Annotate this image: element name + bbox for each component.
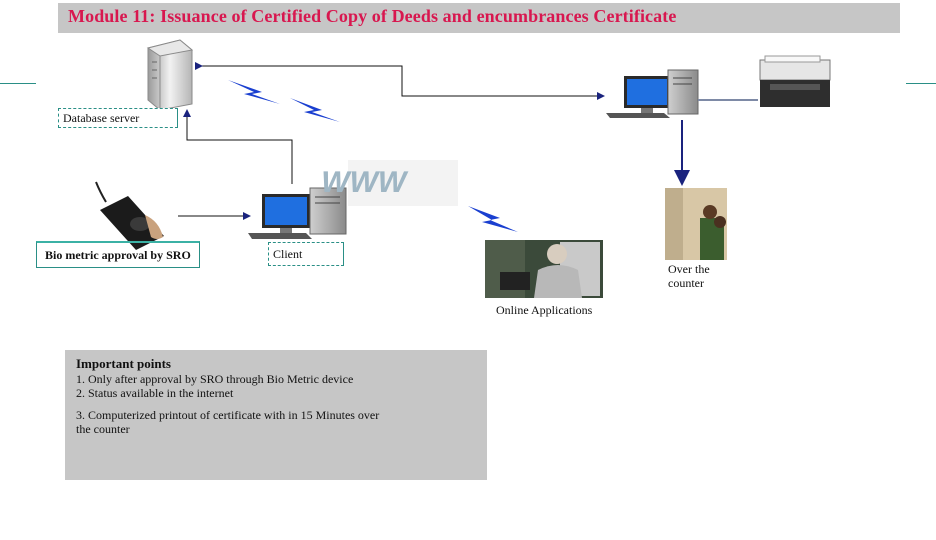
wireless-signal-icon-2 bbox=[290, 98, 340, 122]
over-the-counter-photo bbox=[665, 188, 727, 260]
important-point-2: 2. Status available in the internet bbox=[76, 386, 234, 400]
right-divider-line bbox=[906, 83, 936, 84]
database-server-label: Database server bbox=[58, 108, 178, 128]
wireless-signal-icon-1 bbox=[228, 80, 280, 104]
over-the-counter-label: Over the counter bbox=[668, 262, 710, 290]
www-text: WWW bbox=[318, 166, 410, 199]
title-bar: Module 11: Issuance of Certified Copy of… bbox=[58, 3, 900, 33]
server-icon bbox=[146, 39, 194, 111]
important-point-1: 1. Only after approval by SRO through Bi… bbox=[76, 372, 354, 386]
printer-icon bbox=[759, 55, 831, 107]
left-divider-line bbox=[0, 83, 36, 84]
connector-client-to-server bbox=[183, 109, 293, 184]
page-title: Module 11: Issuance of Certified Copy of… bbox=[68, 6, 677, 26]
wireless-signal-icon-3 bbox=[468, 206, 518, 232]
important-points-heading: Important points bbox=[76, 356, 171, 371]
over-the-counter-line2: counter bbox=[668, 276, 704, 290]
connector-server-to-computer bbox=[195, 62, 605, 100]
online-applications-label: Online Applications bbox=[496, 303, 593, 317]
www-icon: WWW bbox=[318, 160, 458, 206]
online-applications-photo bbox=[485, 240, 603, 298]
over-the-counter-line1: Over the bbox=[668, 262, 710, 276]
client-computer-icon bbox=[248, 187, 347, 239]
biometric-approval-label: Bio metric approval by SRO bbox=[36, 241, 200, 268]
important-points-panel: Important points 1. Only after approval … bbox=[65, 350, 487, 480]
fingerprint-scanner-icon bbox=[95, 181, 164, 250]
client-label: Client bbox=[268, 242, 344, 266]
important-point-3-line2: the counter bbox=[76, 422, 130, 436]
computer-icon-top bbox=[606, 69, 699, 118]
important-point-3-line1: 3. Computerized printout of certificate … bbox=[76, 408, 380, 422]
